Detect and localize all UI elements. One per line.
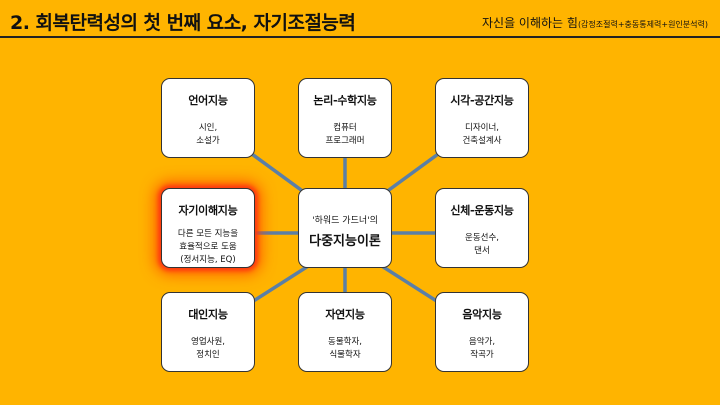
- card-name: 언어지능: [188, 94, 228, 107]
- card-bodily: 신체-운동지능 운동선수, 댄서: [435, 188, 529, 268]
- card-desc: 다른 모든 지능을 효율적으로 도움 (정서지능, EQ): [177, 229, 239, 265]
- card-spatial: 시각-공간지능 디자이너, 건축설계사: [435, 78, 529, 158]
- card-desc: 컴퓨터 프로그래머: [325, 123, 365, 146]
- subtitle-detail: (감정조절력+충동통제력+원인분석력): [577, 20, 708, 29]
- card-desc: 음악가, 작곡가: [468, 337, 496, 360]
- card-desc: 시인, 소설가: [196, 123, 220, 146]
- card-desc: 디자이너, 건축설계사: [462, 123, 502, 146]
- card-interpersonal: 대인지능 영업사원, 정치인: [161, 292, 255, 372]
- card-name: 논리-수학지능: [313, 94, 377, 107]
- card-linguistic: 언어지능 시인, 소설가: [161, 78, 255, 158]
- page-subtitle: 자신을 이해하는 힘(감정조절력+충동통제력+원인분석력): [482, 14, 708, 31]
- card-name: 음악지능: [462, 308, 502, 321]
- subtitle-main: 자신을 이해하는 힘: [481, 16, 578, 30]
- card-name: 자연지능: [325, 308, 365, 321]
- card-name: 신체-운동지능: [450, 204, 514, 217]
- center-main-label: 다중지능이론: [309, 234, 381, 249]
- card-naturalist: 자연지능 동물학자, 식물학자: [298, 292, 392, 372]
- center-pre-label: '하워드 가드너'의: [312, 216, 378, 226]
- card-name: 자기이해지능: [178, 204, 238, 217]
- card-center-theory: '하워드 가드너'의 다중지능이론: [298, 188, 392, 268]
- page-title: 2. 회복탄력성의 첫 번째 요소, 자기조절능력: [10, 12, 356, 34]
- card-intrapersonal: 자기이해지능 다른 모든 지능을 효율적으로 도움 (정서지능, EQ): [161, 188, 255, 268]
- card-desc: 영업사원, 정치인: [191, 337, 225, 360]
- card-logical: 논리-수학지능 컴퓨터 프로그래머: [298, 78, 392, 158]
- card-desc: 동물학자, 식물학자: [328, 337, 362, 360]
- card-musical: 음악지능 음악가, 작곡가: [435, 292, 529, 372]
- card-name: 시각-공간지능: [450, 94, 514, 107]
- card-desc: 운동선수, 댄서: [465, 233, 499, 256]
- title-divider: [0, 36, 720, 38]
- card-name: 대인지능: [188, 308, 228, 321]
